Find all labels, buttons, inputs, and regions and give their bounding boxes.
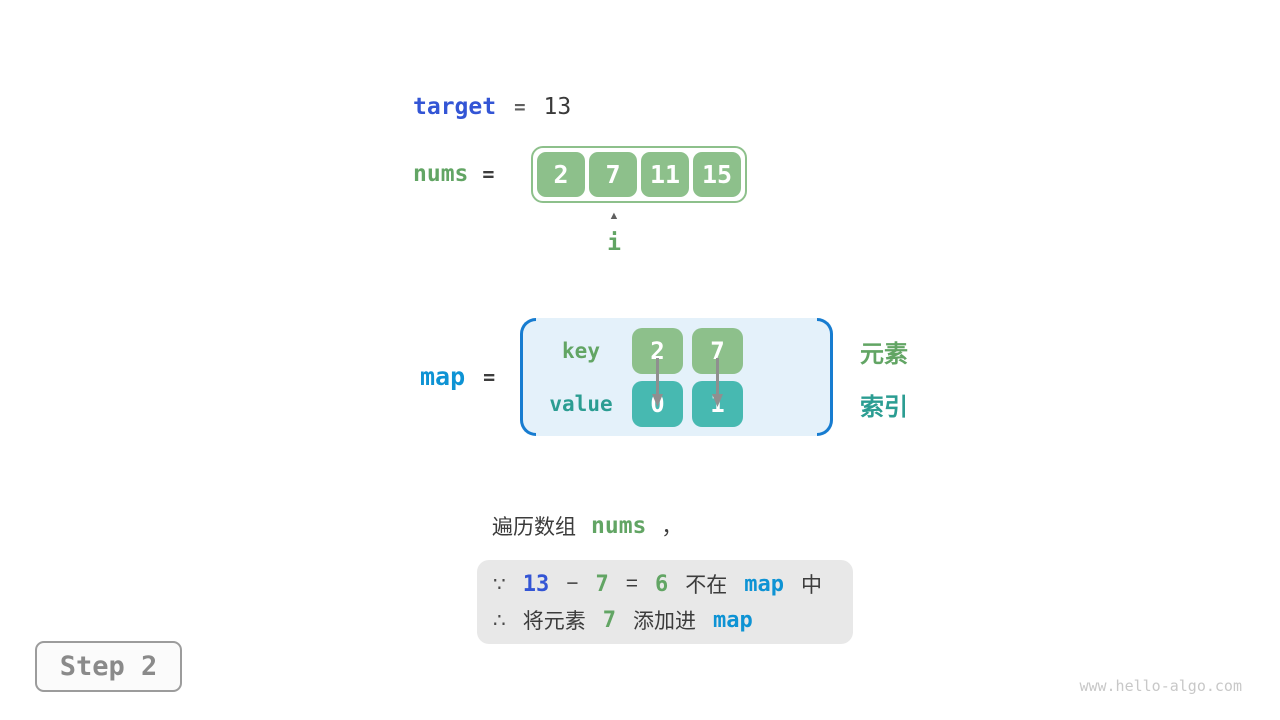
caption-prefix: 遍历数组 [492, 516, 576, 539]
map-key-label: key [562, 339, 600, 363]
caption-line: 遍历数组 nums ， [492, 511, 682, 541]
reason-result: 6 [655, 571, 669, 597]
reason-operand: 7 [595, 571, 609, 597]
map-value-label: value [549, 392, 613, 416]
index-side-label: 索引 [860, 393, 908, 421]
map-value-cell: 1 [692, 381, 743, 427]
pointer-index-label: i [607, 230, 621, 256]
nums-equals: = [482, 162, 495, 186]
element-side-label: 元素 [860, 340, 908, 368]
map-box: key value 2 7 0 1 [520, 318, 833, 436]
target-equals: = [514, 96, 526, 118]
map-label: map = [420, 362, 495, 391]
conclusion-action-text: 添加进 [632, 610, 696, 633]
nums-array: 2 7 11 15 [531, 146, 747, 203]
map-key-cell: 7 [692, 328, 743, 374]
reason-in-text: 中 [801, 574, 823, 597]
reason-box: ∵ 13 − 7 = 6 不在 map 中 ∴ 将元素 7 添加进 map [477, 560, 853, 644]
reason-line-1: ∵ 13 − 7 = 6 不在 map 中 [493, 566, 843, 602]
reason-not-in-text: 不在 [685, 574, 728, 597]
conclusion-prefix-text: 将元素 [522, 610, 586, 633]
map-key-cell: 2 [632, 328, 683, 374]
target-var: target [413, 94, 497, 120]
pointer-caret-icon: ▲ [608, 210, 620, 222]
map-bracket-right-icon [817, 318, 833, 436]
nums-var: nums [413, 161, 469, 187]
map-equals: = [483, 364, 496, 389]
target-value: 13 [543, 94, 572, 120]
equals-operator: = [625, 572, 639, 595]
step-badge: Step 2 [35, 641, 182, 692]
because-symbol: ∵ [493, 573, 506, 596]
caption-comma: ， [661, 516, 683, 539]
reason-target-value: 13 [522, 571, 550, 597]
conclusion-element-value: 7 [602, 607, 616, 633]
nums-label: nums = [413, 161, 494, 187]
array-cell: 11 [641, 152, 689, 197]
map-bracket-left-icon [520, 318, 536, 436]
minus-operator: − [566, 572, 579, 595]
reason-map-var: map [744, 571, 785, 597]
conclusion-map-var: map [712, 607, 753, 633]
array-cell: 2 [537, 152, 585, 197]
therefore-symbol: ∴ [493, 609, 506, 632]
watermark: www.hello-algo.com [1079, 677, 1242, 695]
map-var: map [420, 362, 466, 391]
array-cell: 15 [693, 152, 741, 197]
map-value-cell: 0 [632, 381, 683, 427]
reason-line-2: ∴ 将元素 7 添加进 map [493, 602, 843, 638]
array-cell: 7 [589, 152, 637, 197]
caption-nums-var: nums [591, 513, 647, 539]
target-line: target = 13 [413, 94, 571, 120]
